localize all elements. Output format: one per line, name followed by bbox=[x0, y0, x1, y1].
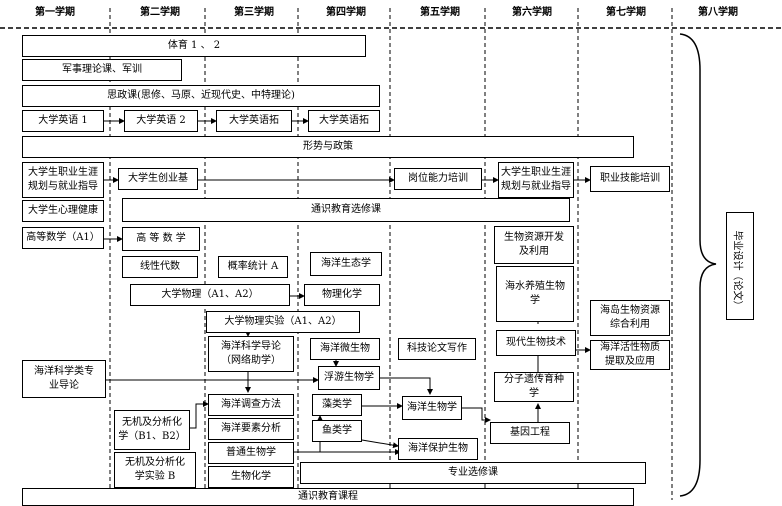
semester-4-label: 第四学期 bbox=[326, 7, 366, 18]
course-marine-protect: 海洋保护生物 bbox=[398, 438, 478, 460]
course-english-2: 大学英语 2 bbox=[124, 110, 198, 132]
semester-2-label: 第二学期 bbox=[140, 7, 180, 18]
course-inorganic-lab: 无机及分析化 学实验 B bbox=[114, 452, 196, 488]
course-english-ext-2: 大学英语拓 bbox=[308, 110, 380, 132]
course-intro-marine: 海洋科学类专 业导论 bbox=[22, 360, 106, 398]
course-probability: 概率统计 A bbox=[218, 256, 288, 278]
thesis-label-wrapper: 毕业设计（论文） bbox=[724, 210, 754, 330]
semester-3-label: 第三学期 bbox=[234, 7, 274, 18]
course-molecular-genetics: 分子遗传育种 学 bbox=[494, 372, 574, 402]
course-english-ext-1: 大学英语拓 bbox=[216, 110, 292, 132]
course-general-bio: 普通生物学 bbox=[208, 442, 294, 464]
course-algae: 藻类学 bbox=[312, 394, 362, 416]
course-mental-health: 大学生心理健康 bbox=[22, 200, 104, 222]
semester-5-label: 第五学期 bbox=[420, 7, 460, 18]
course-marine-survey: 海洋调查方法 bbox=[208, 394, 294, 416]
course-math-a1: 高等数学（A1） bbox=[22, 227, 104, 249]
course-modern-biotech: 现代生物技术 bbox=[496, 330, 576, 356]
course-fish: 鱼类学 bbox=[312, 420, 362, 442]
thesis-brace bbox=[679, 33, 717, 497]
course-pe: 体育 1 、 2 bbox=[22, 35, 366, 57]
semester-1-label: 第一学期 bbox=[35, 7, 75, 18]
course-general-education: 通识教育课程 bbox=[22, 488, 634, 506]
course-sci-writing: 科技论文写作 bbox=[398, 338, 476, 360]
course-physics-lab: 大学物理实验（A1、A2） bbox=[206, 311, 360, 333]
course-marine-ecology: 海洋生态学 bbox=[310, 252, 382, 276]
semester-6-label: 第六学期 bbox=[512, 7, 552, 18]
course-advanced-math: 高 等 数 学 bbox=[122, 227, 200, 251]
course-post-ability: 岗位能力培训 bbox=[394, 168, 482, 190]
course-mariculture: 海水养殖生物 学 bbox=[496, 266, 574, 322]
course-linear-algebra: 线性代数 bbox=[122, 256, 198, 278]
course-thesis: 毕业设计（论文） bbox=[731, 230, 743, 310]
course-marine-microbio: 海洋微生物 bbox=[310, 338, 380, 360]
thesis-box bbox=[726, 212, 754, 320]
course-marine-science-guide: 海洋科学导论 （网络助学） bbox=[208, 336, 294, 372]
semester-7-label: 第七学期 bbox=[606, 7, 646, 18]
course-bio-resource-dev: 生物资源开发 及利用 bbox=[494, 226, 574, 264]
course-plankton: 浮游生物学 bbox=[318, 366, 380, 390]
course-genetic-eng: 基因工程 bbox=[490, 422, 570, 444]
semester-dividers bbox=[109, 8, 673, 500]
course-physical-chem: 物理化学 bbox=[304, 284, 380, 306]
course-physics: 大学物理（A1、A2） bbox=[130, 284, 290, 306]
course-biochem: 生物化学 bbox=[208, 466, 294, 488]
course-politics: 思政课(思修、马原、近现代史、中特理论) bbox=[22, 85, 380, 107]
course-english-1: 大学英语 1 bbox=[22, 110, 104, 132]
semester-8-label: 第八学期 bbox=[698, 7, 738, 18]
course-career-skill: 职业技能培训 bbox=[590, 166, 670, 192]
course-career-plan-2: 大学生职业生涯 规划与就业指导 bbox=[498, 162, 574, 198]
course-entrepreneurship: 大学生创业基 bbox=[118, 168, 198, 190]
course-island-bio-resource: 海岛生物资源 综合利用 bbox=[590, 300, 670, 336]
course-general-elective: 通识教育选修课 bbox=[122, 198, 570, 222]
course-military: 军事理论课、军训 bbox=[22, 59, 182, 81]
course-marine-active: 海洋活性物质 提取及应用 bbox=[590, 340, 670, 370]
course-marine-elements: 海洋要素分析 bbox=[208, 418, 294, 440]
arrows bbox=[104, 118, 591, 455]
course-inorganic-chem: 无机及分析化 学（B1、B2） bbox=[114, 410, 190, 450]
course-career-plan-1: 大学生职业生涯 规划与就业指导 bbox=[22, 162, 104, 198]
course-major-elective: 专业选修课 bbox=[300, 462, 646, 484]
course-situation-policy: 形势与政策 bbox=[22, 136, 634, 158]
course-marine-biology: 海洋生物学 bbox=[402, 396, 462, 420]
